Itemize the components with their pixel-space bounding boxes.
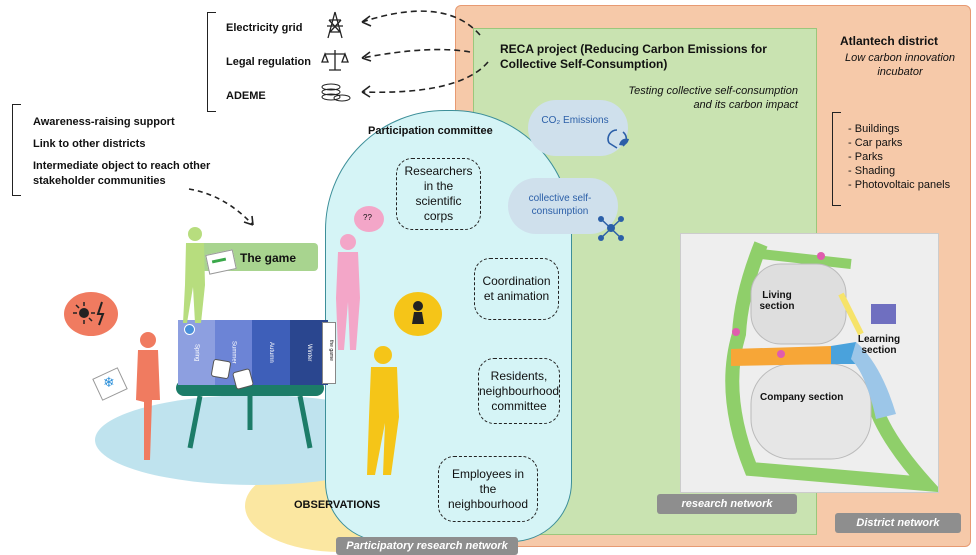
awareness-label: Awareness-raising support — [33, 116, 175, 128]
dashed-arrows — [361, 10, 489, 98]
reca-subtitle: Testing collective self-consumption and … — [628, 85, 798, 111]
game-pin — [184, 324, 195, 335]
person-green — [183, 227, 205, 323]
sun-bolt-icon — [73, 301, 105, 326]
electricity-grid-label: Electricity grid — [226, 22, 303, 34]
top-left-bracket — [207, 12, 216, 112]
speech-bubble-pink — [354, 206, 384, 232]
recycle-leaf-icon — [607, 129, 629, 149]
committee-box-coordination: Coordination et animation — [474, 258, 559, 320]
map-drawing — [681, 234, 944, 493]
person-pink — [336, 234, 360, 350]
observations-label: OBSERVATIONS — [294, 499, 381, 511]
pink-bubble-text: ?? — [363, 213, 372, 222]
season-winter: Winter — [290, 320, 328, 385]
district-network-tag: District network — [835, 513, 961, 533]
self-consumption-text: collective self-consumption — [528, 193, 592, 217]
participatory-network-tag: Participatory research network — [336, 537, 518, 555]
committee-box-researchers: Researchers in the scientific corps — [396, 158, 481, 230]
map-learning-label: Learning section — [857, 334, 901, 356]
season-board: Spring Summer Autumn Winter — [178, 320, 328, 385]
intermediate-object-label: Intermediate object to reach other stake… — [33, 160, 211, 187]
season-autumn: Autumn — [252, 320, 290, 385]
committee-title: Participation committee — [368, 125, 493, 137]
pylon-icon — [327, 11, 343, 39]
committee-box-residents: Residents, neighbourhood committee — [478, 358, 560, 424]
research-network-tag: research network — [657, 494, 797, 514]
district-item-list: Buildings Car parks Parks Shading Photov… — [848, 122, 950, 192]
dice-icon — [210, 358, 232, 380]
reca-title: RECA project (Reducing Carbon Emissions … — [500, 42, 767, 71]
person-red — [136, 332, 160, 460]
committee-box-employees: Employees in the neighbourhood — [438, 456, 538, 522]
district-map — [680, 233, 944, 493]
left-bracket — [12, 104, 21, 196]
district-bracket — [832, 112, 841, 206]
district-title: Atlantech district — [840, 34, 939, 48]
ademe-label: ADEME — [226, 90, 266, 102]
district-subtitle: Low carbon innovation incubator — [844, 52, 956, 78]
co2-cloud — [528, 100, 628, 156]
speech-bubble-red — [64, 292, 118, 336]
district-item: Parks — [848, 150, 950, 164]
district-item: Car parks — [848, 136, 950, 150]
game-label: The game — [240, 251, 297, 265]
self-consumption-cloud — [508, 178, 618, 234]
map-company-label: Company section — [760, 392, 844, 403]
network-icon — [598, 216, 624, 241]
link-districts-label: Link to other districts — [33, 138, 146, 150]
chess-pawn-icon — [412, 301, 424, 324]
map-living-label: Living section — [759, 290, 795, 312]
dashed-arrow-to-game — [188, 188, 254, 226]
gauge-label: the game — [328, 340, 334, 361]
progress-gauge — [322, 322, 336, 384]
district-item: Buildings — [848, 122, 950, 136]
person-yellow — [367, 346, 399, 475]
co2-emissions-text: CO₂ Emissions — [541, 115, 609, 126]
district-item: Shading — [848, 164, 950, 178]
snowflake-icon: ❄ — [103, 374, 115, 390]
district-item: Photovoltaic panels — [848, 178, 950, 192]
coins-icon — [321, 83, 351, 102]
scales-icon — [321, 50, 349, 71]
legal-regulation-label: Legal regulation — [226, 56, 311, 68]
